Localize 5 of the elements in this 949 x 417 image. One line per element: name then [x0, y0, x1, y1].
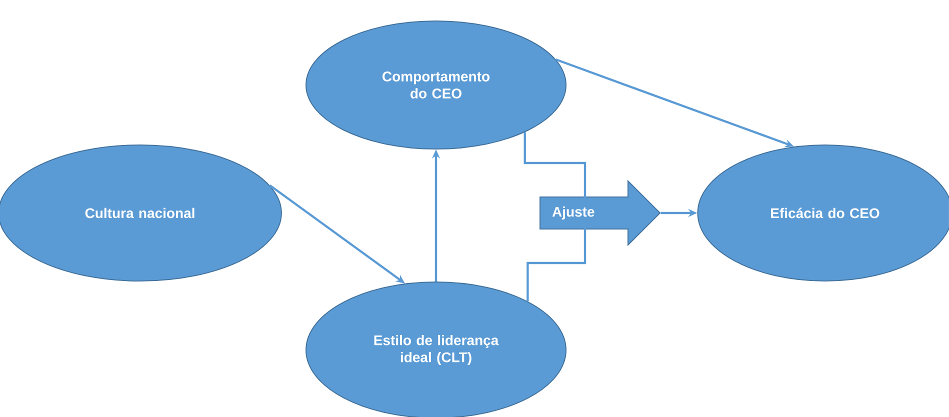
- connector-line: [524, 132, 586, 198]
- connector-line: [526, 228, 586, 302]
- ellipse-node: Eficácia do CEO: [697, 144, 949, 282]
- ellipse-node: Estilo de liderança ideal (CLT): [306, 282, 566, 417]
- ellipse-node: Comportamento do CEO: [306, 20, 566, 150]
